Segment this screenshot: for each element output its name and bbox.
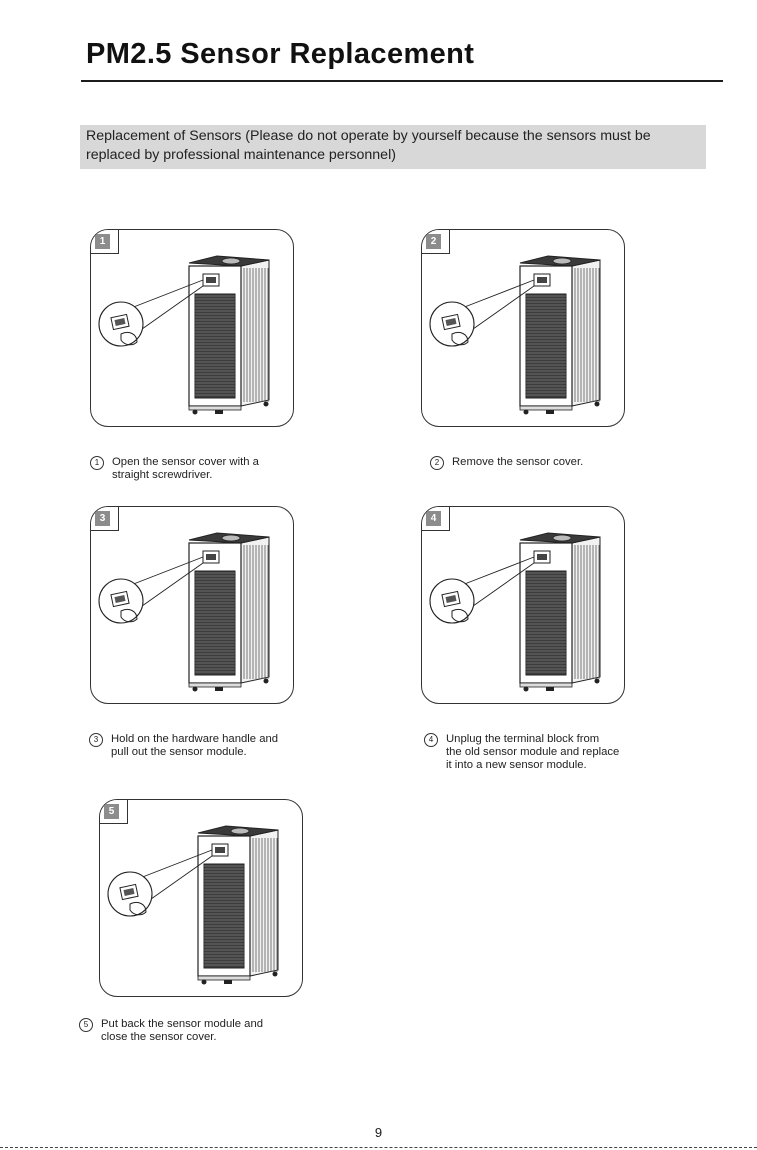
step-1-caption: 1 Open the sensor cover with a straight … (90, 456, 320, 482)
step-3-badge: 3 (91, 507, 119, 531)
step-3-caption: 3 Hold on the hardware handle and pull o… (89, 733, 329, 759)
air-purifier-drawing (429, 532, 601, 692)
air-purifier-drawing (429, 255, 601, 415)
step-5-marker: 5 (79, 1018, 93, 1032)
step-2-badge: 2 (422, 230, 450, 254)
step-1-marker: 1 (90, 456, 104, 470)
step-4-marker: 4 (424, 733, 438, 747)
step-1-badge: 1 (91, 230, 119, 254)
step-4-illustration: 4 (421, 506, 625, 704)
step-5-badge: 5 (100, 800, 128, 824)
step-4-caption: 4 Unplug the terminal block from the old… (424, 733, 674, 772)
step-5-caption: 5 Put back the sensor module and close t… (79, 1018, 319, 1044)
notice-banner: Replacement of Sensors (Please do not op… (80, 125, 706, 169)
step-3-marker: 3 (89, 733, 103, 747)
step-3-illustration: 3 (90, 506, 294, 704)
air-purifier-drawing (98, 255, 270, 415)
page-number: 9 (374, 1125, 383, 1140)
step-5-illustration: 5 (99, 799, 303, 997)
step-2-marker: 2 (430, 456, 444, 470)
air-purifier-drawing (98, 532, 270, 692)
step-2-caption: 2 Remove the sensor cover. (430, 456, 660, 470)
footer-dashed-line (0, 1147, 757, 1148)
page-title: PM2.5 Sensor Replacement (86, 38, 475, 70)
air-purifier-drawing (107, 825, 279, 985)
step-1-illustration: 1 (90, 229, 294, 427)
step-2-illustration: 2 (421, 229, 625, 427)
step-4-badge: 4 (422, 507, 450, 531)
title-rule (81, 80, 723, 82)
